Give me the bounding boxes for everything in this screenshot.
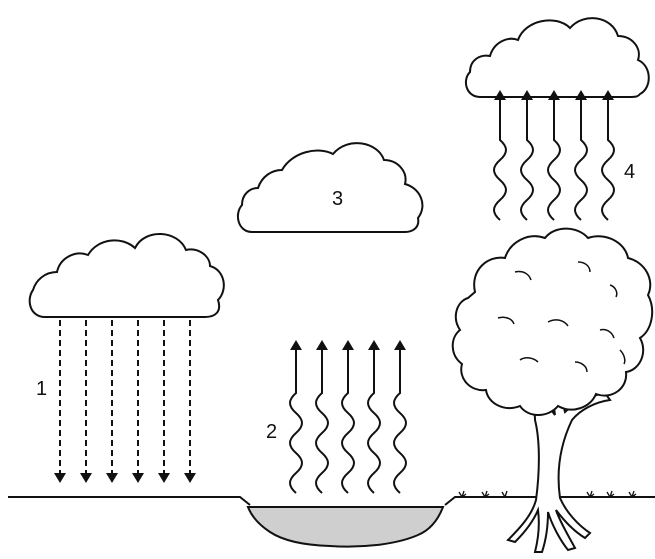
transpiration-cloud: [466, 18, 649, 97]
precipitation-arrows: [60, 320, 190, 478]
label-transpiration: 4: [624, 161, 635, 183]
condensation-cloud: [238, 143, 423, 232]
evaporation-arrows: [290, 345, 406, 493]
tree-crown: [453, 229, 652, 415]
pond-water: [248, 507, 443, 547]
transpiration-arrows: [494, 95, 614, 220]
label-condensation: 3: [332, 188, 343, 210]
label-precipitation: 1: [36, 378, 47, 400]
rain-cloud: [30, 234, 224, 317]
label-evaporation: 2: [266, 421, 277, 443]
